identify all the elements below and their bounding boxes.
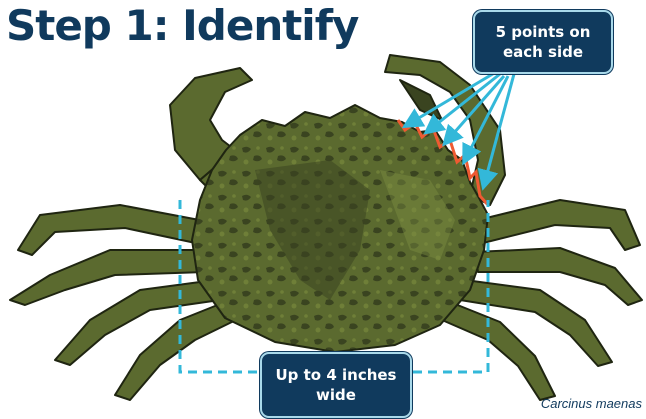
width-callout: Up to 4 inches wide: [260, 352, 412, 418]
crab-illustration: [10, 55, 642, 400]
points-callout: 5 points on each side: [473, 10, 613, 74]
species-label: Carcinus maenas: [541, 396, 642, 411]
points-callout-line2: each side: [475, 42, 611, 62]
page-title: Step 1: Identify: [6, 2, 358, 50]
width-callout-line1: Up to 4 inches: [262, 365, 410, 385]
points-callout-line1: 5 points on: [475, 22, 611, 42]
width-callout-line2: wide: [262, 385, 410, 405]
